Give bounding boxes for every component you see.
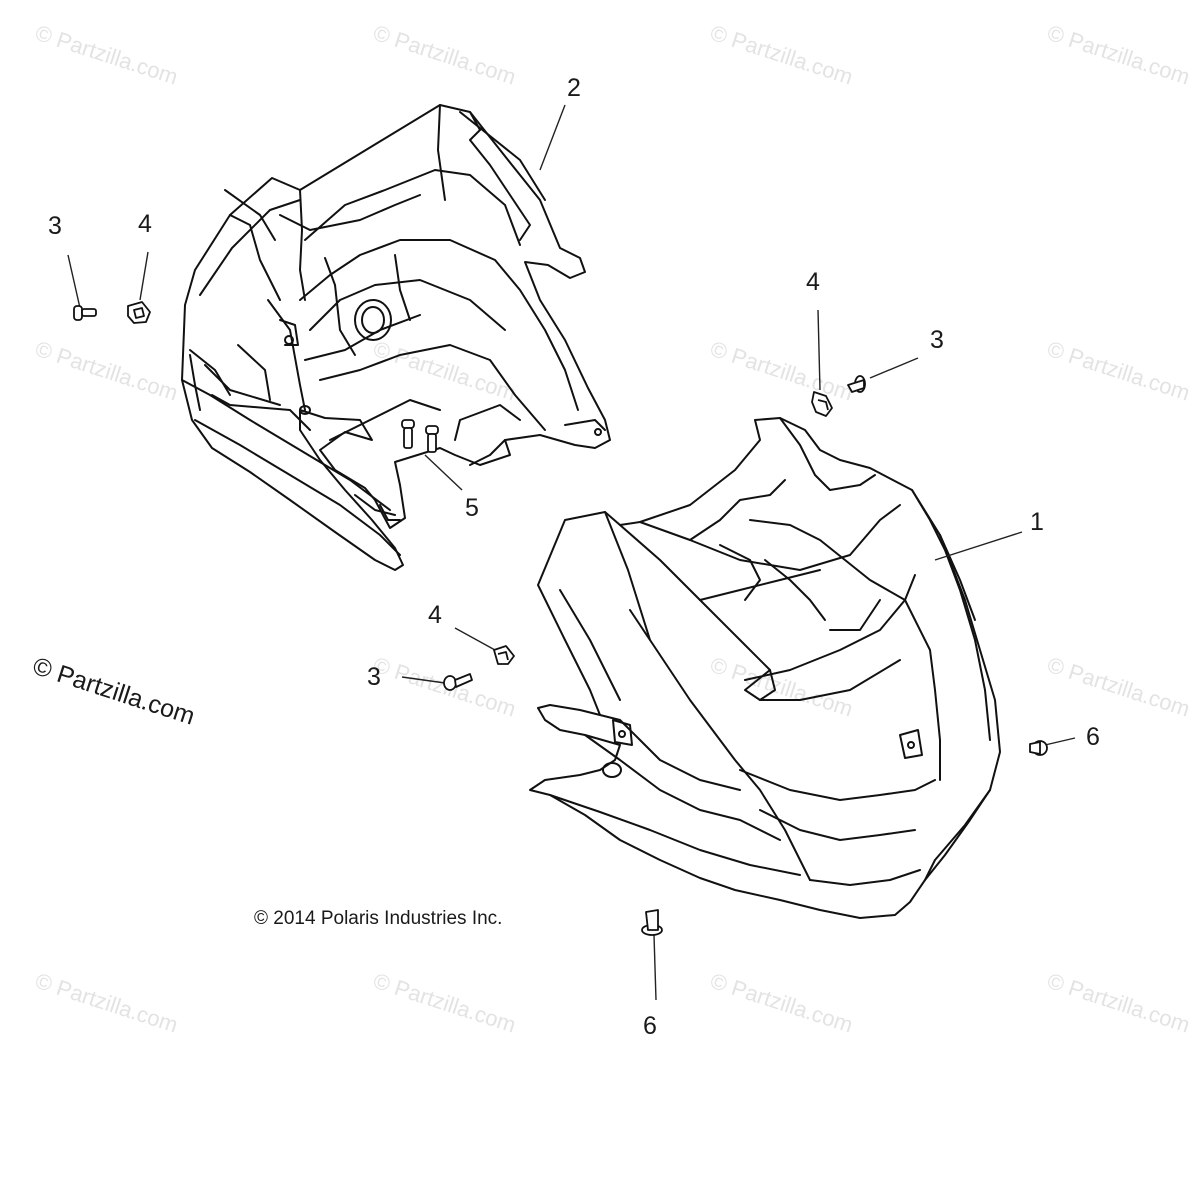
callout-3: 3 [930, 326, 944, 354]
callout-2: 2 [567, 74, 581, 102]
hardware [73, 301, 1048, 936]
leader-lines [67, 104, 1076, 1001]
part-2-upper-cover [181, 104, 611, 571]
part-1-lower-cover [529, 417, 1001, 919]
callout-3: 3 [367, 663, 381, 691]
callout-5: 5 [465, 494, 479, 522]
callout-4: 4 [428, 601, 442, 629]
copyright-notice: © 2014 Polaris Industries Inc. [254, 908, 503, 929]
callout-1: 1 [1030, 508, 1044, 536]
callout-6: 6 [1086, 723, 1100, 751]
callout-6: 6 [643, 1012, 657, 1040]
callout-4: 4 [138, 210, 152, 238]
callout-3: 3 [48, 212, 62, 240]
callout-4: 4 [806, 268, 820, 296]
